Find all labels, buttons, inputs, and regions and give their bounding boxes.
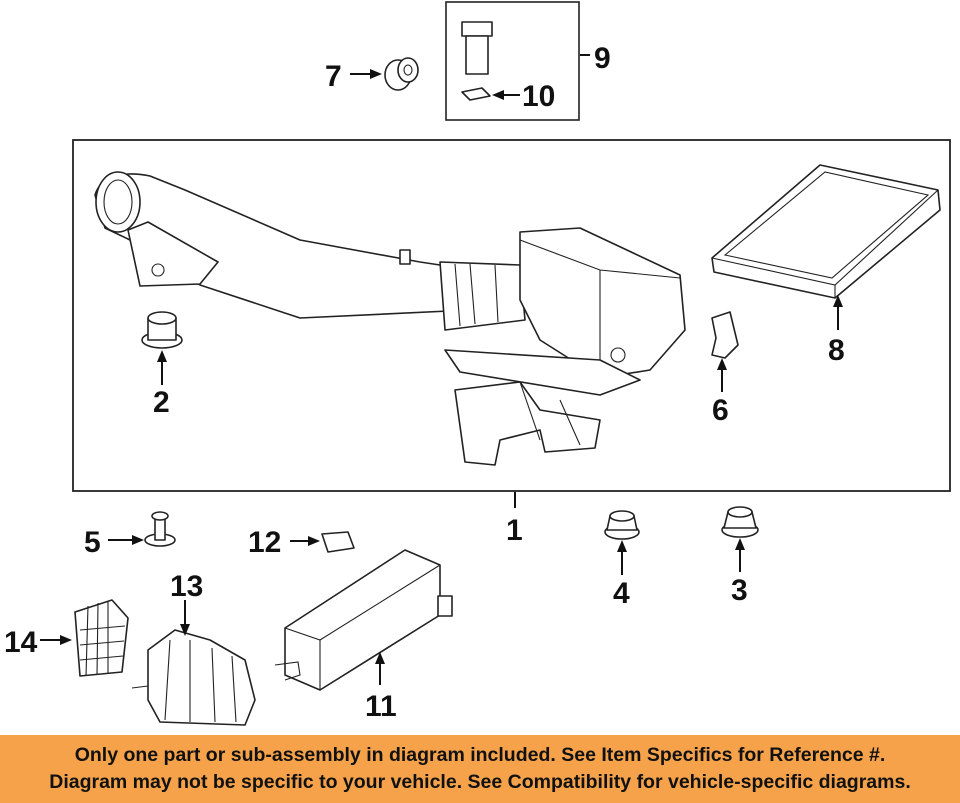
disclaimer-banner: Only one part or sub-assembly in diagram… xyxy=(0,735,960,803)
insulator-part-3 xyxy=(721,506,759,538)
pad-part-12 xyxy=(321,531,355,553)
housing-part-13 xyxy=(131,629,256,726)
callout-2: 2 xyxy=(153,386,170,419)
disclaimer-line-1: Only one part or sub-assembly in diagram… xyxy=(74,744,886,766)
screen-part-14 xyxy=(74,599,129,677)
callout-9: 9 xyxy=(594,42,611,75)
callout-10: 10 xyxy=(522,80,555,113)
sub-assembly-frame xyxy=(445,1,580,121)
callout-11: 11 xyxy=(365,690,397,723)
parts-diagram: 1 2 3 4 5 6 7 8 9 10 11 12 13 14 xyxy=(4,1,951,726)
leader-lines xyxy=(40,54,843,685)
callout-1: 1 xyxy=(506,514,523,547)
disclaimer-line-2: Diagram may not be specific to your vehi… xyxy=(49,771,911,793)
callout-14: 14 xyxy=(4,626,38,659)
clip-part xyxy=(711,311,739,359)
seal-part-10 xyxy=(461,87,491,101)
air-cleaner-assembly xyxy=(94,171,686,466)
callout-8: 8 xyxy=(828,334,845,367)
callout-7: 7 xyxy=(325,60,342,93)
callout-13: 13 xyxy=(170,570,203,603)
callout-12: 12 xyxy=(248,526,281,559)
assembly-frame xyxy=(72,139,951,492)
callout-3: 3 xyxy=(731,574,748,607)
bolt-part-5 xyxy=(144,511,176,547)
callout-6: 6 xyxy=(712,394,729,427)
resonator-part-11 xyxy=(274,549,453,691)
sensor-part-9 xyxy=(461,21,493,75)
callout-4: 4 xyxy=(613,577,630,610)
callout-5: 5 xyxy=(84,526,101,559)
grommet-part-7 xyxy=(384,57,419,91)
grommet-part-2 xyxy=(141,311,183,349)
insulator-part-4 xyxy=(604,510,640,540)
air-filter-element xyxy=(711,164,941,299)
